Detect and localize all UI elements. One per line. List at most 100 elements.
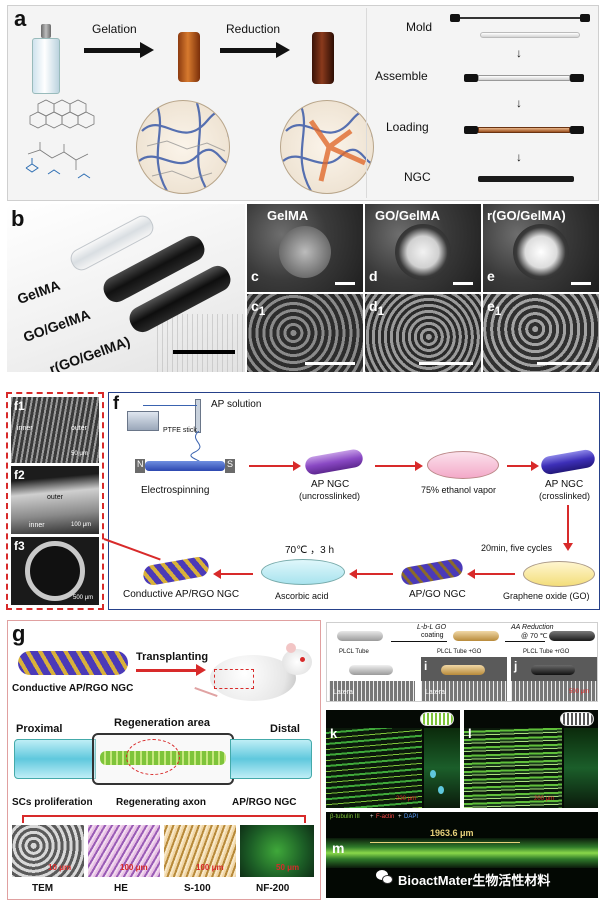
step-loading-label: Loading: [386, 120, 429, 134]
ethanol-label: 75% ethanol vapor: [421, 485, 497, 495]
tube-label-rgo-gelma: r(GO/GelMA): [47, 333, 133, 372]
ap-go-ngc: [399, 557, 465, 587]
electrospinning-label: Electrospinning: [141, 485, 210, 496]
reduction-label: Reduction: [226, 22, 281, 36]
gelation-label: Gelation: [92, 22, 137, 36]
sem-c1-scalebar: [305, 362, 355, 365]
sem-c-scalebar: [335, 282, 355, 285]
ethanol-dish: [427, 451, 499, 479]
tube-label-gelma: GelMA: [15, 276, 63, 308]
sem-f1-inner: inner: [17, 425, 33, 432]
panel-f-label: f: [113, 393, 119, 413]
sem-c-gelma: GelMA c: [247, 204, 363, 292]
g-ngc-label: AP/RGO NGC: [232, 797, 297, 808]
m-legend-beta: β-tubulin III: [330, 814, 360, 820]
panel-f-sem-column: f1 inner outer 50 μm f2 outer inner 100 …: [6, 392, 104, 610]
g-nf200-label: NF-200: [256, 883, 290, 894]
panel-k-label: k: [330, 726, 338, 741]
hij-tube-label-2: PLCL Tube +GO: [437, 649, 482, 655]
gelation-arrow: [84, 42, 154, 58]
ngc-product: [478, 176, 574, 182]
mold-cylinder: [32, 24, 60, 94]
g-tile-he: [88, 825, 160, 877]
photo-i-label: i: [424, 659, 428, 673]
panel-f: f AP solution PTFE stick N S Electrospin…: [108, 392, 600, 610]
sem-e1-sublabel: e1: [487, 298, 502, 318]
m-measure-label: 1963.6 μm: [430, 828, 474, 838]
sem-f1-scale: 50 μm: [71, 451, 88, 457]
photo-i: i Lateral: [421, 657, 507, 701]
hij-arrow-2: [505, 641, 545, 642]
flow-arrow-4: [567, 505, 569, 543]
sem-c1-sublabel: c1: [251, 298, 266, 318]
sem-f1-outer: outer: [71, 425, 87, 432]
sem-e-rgo-gelma: r(GO/GelMA) e: [483, 204, 599, 292]
photo-h: h Lateral: [329, 657, 415, 701]
tube-label-go-gelma: GO/GelMA: [21, 306, 93, 346]
rat-illustration: [194, 639, 316, 709]
step-assemble-label: Assemble: [375, 69, 428, 83]
loaded-mold: [464, 124, 584, 136]
g-regen-highlight: [126, 739, 180, 775]
photo-j-label: j: [514, 659, 518, 673]
g-tile-tem: [12, 825, 84, 877]
hydrogel-network-circle: [136, 100, 230, 194]
hij-tube-label-3: PLCL Tube +rGO: [523, 649, 570, 655]
ap-go-label: AP/GO NGC: [409, 589, 466, 600]
sem-e-scalebar: [571, 282, 591, 285]
step-ngc-label: NGC: [404, 170, 431, 184]
hij-step1-sub: coating: [421, 632, 444, 639]
step-arrow-2: ↓: [516, 96, 522, 110]
sem-f2: f2 outer inner 100 μm: [11, 466, 99, 534]
g-transplant-arrow: [136, 669, 196, 672]
conductive-label: Conductive AP/RGO NGC: [123, 589, 240, 600]
flow-arrow-7: [221, 573, 253, 575]
panel-m-label: m: [332, 840, 345, 856]
cycles-label: 20min, five cycles: [481, 543, 553, 553]
electrode-s: S: [227, 459, 234, 469]
syringe-wire: [143, 405, 197, 406]
go-label: Graphene oxide (GO): [503, 591, 590, 601]
ap-ngc-2-label: AP NGC: [545, 479, 584, 490]
sem-f1-label: f1: [14, 399, 25, 413]
panel-g: g Conductive AP/RGO NGC Transplanting Pr…: [7, 620, 321, 900]
panel-k: k 200 μm: [326, 710, 460, 808]
panel-k-scale: 200 μm: [396, 796, 417, 802]
ap-ngc-1-label: AP NGC: [311, 479, 350, 490]
hij-arrow-1: [391, 641, 447, 642]
panel-l-label: l: [468, 726, 472, 741]
temp-label: 70℃ ，3 h: [285, 545, 335, 556]
sem-f2-scale: 100 μm: [71, 522, 92, 528]
photo-h-label: h: [332, 659, 340, 673]
sem-e1-scalebar: [537, 362, 591, 365]
flow-arrow-1: [249, 465, 293, 467]
photo-h-caption: Lateral: [333, 689, 355, 696]
sem-e-sublabel: e: [487, 268, 495, 284]
right-divider: [366, 8, 367, 198]
g-nf200-scale: 50 μm: [276, 863, 300, 872]
sem-d-title: GO/GelMA: [375, 208, 441, 223]
hij-tube-go: [453, 631, 499, 641]
ap-ngc-crosslinked: [539, 448, 597, 476]
sem-f2-outer: outer: [47, 494, 63, 501]
g-proximal-label: Proximal: [16, 723, 63, 735]
sem-d1-scalebar: [419, 362, 473, 365]
hij-step2-sub: @ 70 ℃: [521, 633, 548, 640]
sem-e1-rgo-gelma: e1: [483, 294, 599, 372]
panel-b-label: b: [11, 206, 25, 231]
gelma-tube-orange: [178, 32, 200, 82]
g-conductive-tube: [18, 651, 128, 675]
g-stump-distal: [230, 739, 312, 779]
g-bracket: [22, 815, 306, 823]
sem-d-sublabel: d: [369, 268, 378, 284]
hij-step1-title: L-b-L GO: [417, 624, 447, 631]
g-regen-area-label: Regeneration area: [114, 717, 210, 729]
sem-f1: f1 inner outer 50 μm: [11, 397, 99, 463]
g-tile-s100: [164, 825, 236, 877]
sem-c-title: GelMA: [267, 208, 309, 223]
sem-f2-inner: inner: [29, 522, 45, 529]
flow-arrow-2-head: [415, 461, 423, 471]
flow-arrow-2: [375, 465, 415, 467]
panel-hij: L-b-L GO coating AA Reduction @ 70 ℃ PLC…: [326, 622, 598, 702]
panel-g-label: g: [12, 621, 26, 646]
